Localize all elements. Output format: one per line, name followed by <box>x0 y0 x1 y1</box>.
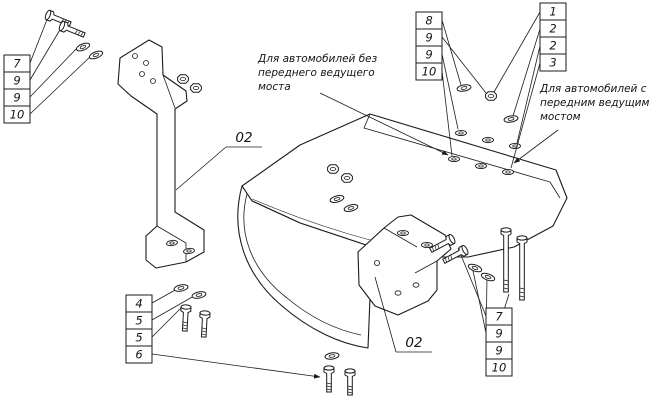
callout-number: 9 <box>425 31 432 45</box>
callout-stack-top-right: 1 2 2 3 <box>539 2 567 72</box>
washer-part <box>456 83 472 93</box>
annotation-line: моста <box>258 81 291 93</box>
annotation-line: мостом <box>540 111 581 123</box>
callout-number: 9 <box>13 74 20 88</box>
callout-number: 8 <box>425 14 432 28</box>
callout-number: 10 <box>422 65 437 79</box>
callout-number: 4 <box>135 297 142 311</box>
callout-number: 3 <box>549 56 556 70</box>
skid-plate-front-flange <box>237 185 373 349</box>
nut-part <box>341 173 353 183</box>
callout-stack-bottom-left: 4 5 5 6 <box>125 294 153 364</box>
washer-part <box>191 290 207 300</box>
callout-number: 5 <box>135 314 142 328</box>
annotation-line: Для автомобилей с <box>539 83 647 95</box>
callout-cell <box>539 53 567 72</box>
callout-stack-left: 7 9 9 10 <box>3 54 31 124</box>
callout-cell <box>125 345 153 364</box>
part-label-center-bracket: 02 <box>405 335 422 351</box>
callout-stack-top-mid: 8 9 9 10 <box>415 11 443 81</box>
callout-number: 10 <box>492 361 507 375</box>
left-bracket <box>117 39 205 269</box>
washer-part <box>324 351 340 361</box>
callout-number: 7 <box>13 57 21 71</box>
callout-number: 2 <box>549 22 556 36</box>
washer-part <box>466 262 484 274</box>
bolt-part <box>198 310 211 338</box>
callout-cell <box>3 105 31 124</box>
bolt-part <box>323 365 335 393</box>
callout-number: 5 <box>135 331 142 345</box>
washer-part <box>479 271 497 283</box>
nut-part <box>485 91 497 101</box>
annotation-line: Для автомобилей без <box>257 53 378 65</box>
washer-part <box>74 41 92 53</box>
bolt-part <box>179 304 192 332</box>
part-label-left-bracket: 02 <box>235 130 252 146</box>
callout-number: 2 <box>549 39 556 53</box>
callout-stack-bottom-right: 7 9 9 10 <box>485 307 513 377</box>
long-bolt-part <box>516 235 528 301</box>
washer-part <box>173 283 189 293</box>
annotation-with-front-axle: Для автомобилей с передним ведущим мосто… <box>539 83 649 123</box>
callout-number: 9 <box>495 327 502 341</box>
callout-number: 1 <box>549 5 556 19</box>
annotation-line: переднего ведущего <box>258 67 375 79</box>
callout-number: 7 <box>495 310 503 324</box>
callout-number: 10 <box>10 108 25 122</box>
callout-number: 6 <box>135 348 142 362</box>
washer-part <box>503 114 519 124</box>
nut-part <box>177 74 189 84</box>
bolt-part <box>344 368 356 396</box>
nut-part <box>327 164 339 174</box>
center-bracket <box>357 214 452 316</box>
callout-number: 9 <box>495 344 502 358</box>
callout-number: 9 <box>425 48 432 62</box>
annotation-line: передним ведущим <box>540 97 649 109</box>
callout-cell <box>485 358 513 377</box>
callout-cell <box>415 62 443 81</box>
nut-part <box>190 83 202 93</box>
callout-number: 9 <box>13 91 20 105</box>
annotation-without-front-axle: Для автомобилей без переднего ведущего м… <box>257 53 378 93</box>
bolt-part <box>57 20 87 41</box>
washer-part <box>87 49 105 61</box>
